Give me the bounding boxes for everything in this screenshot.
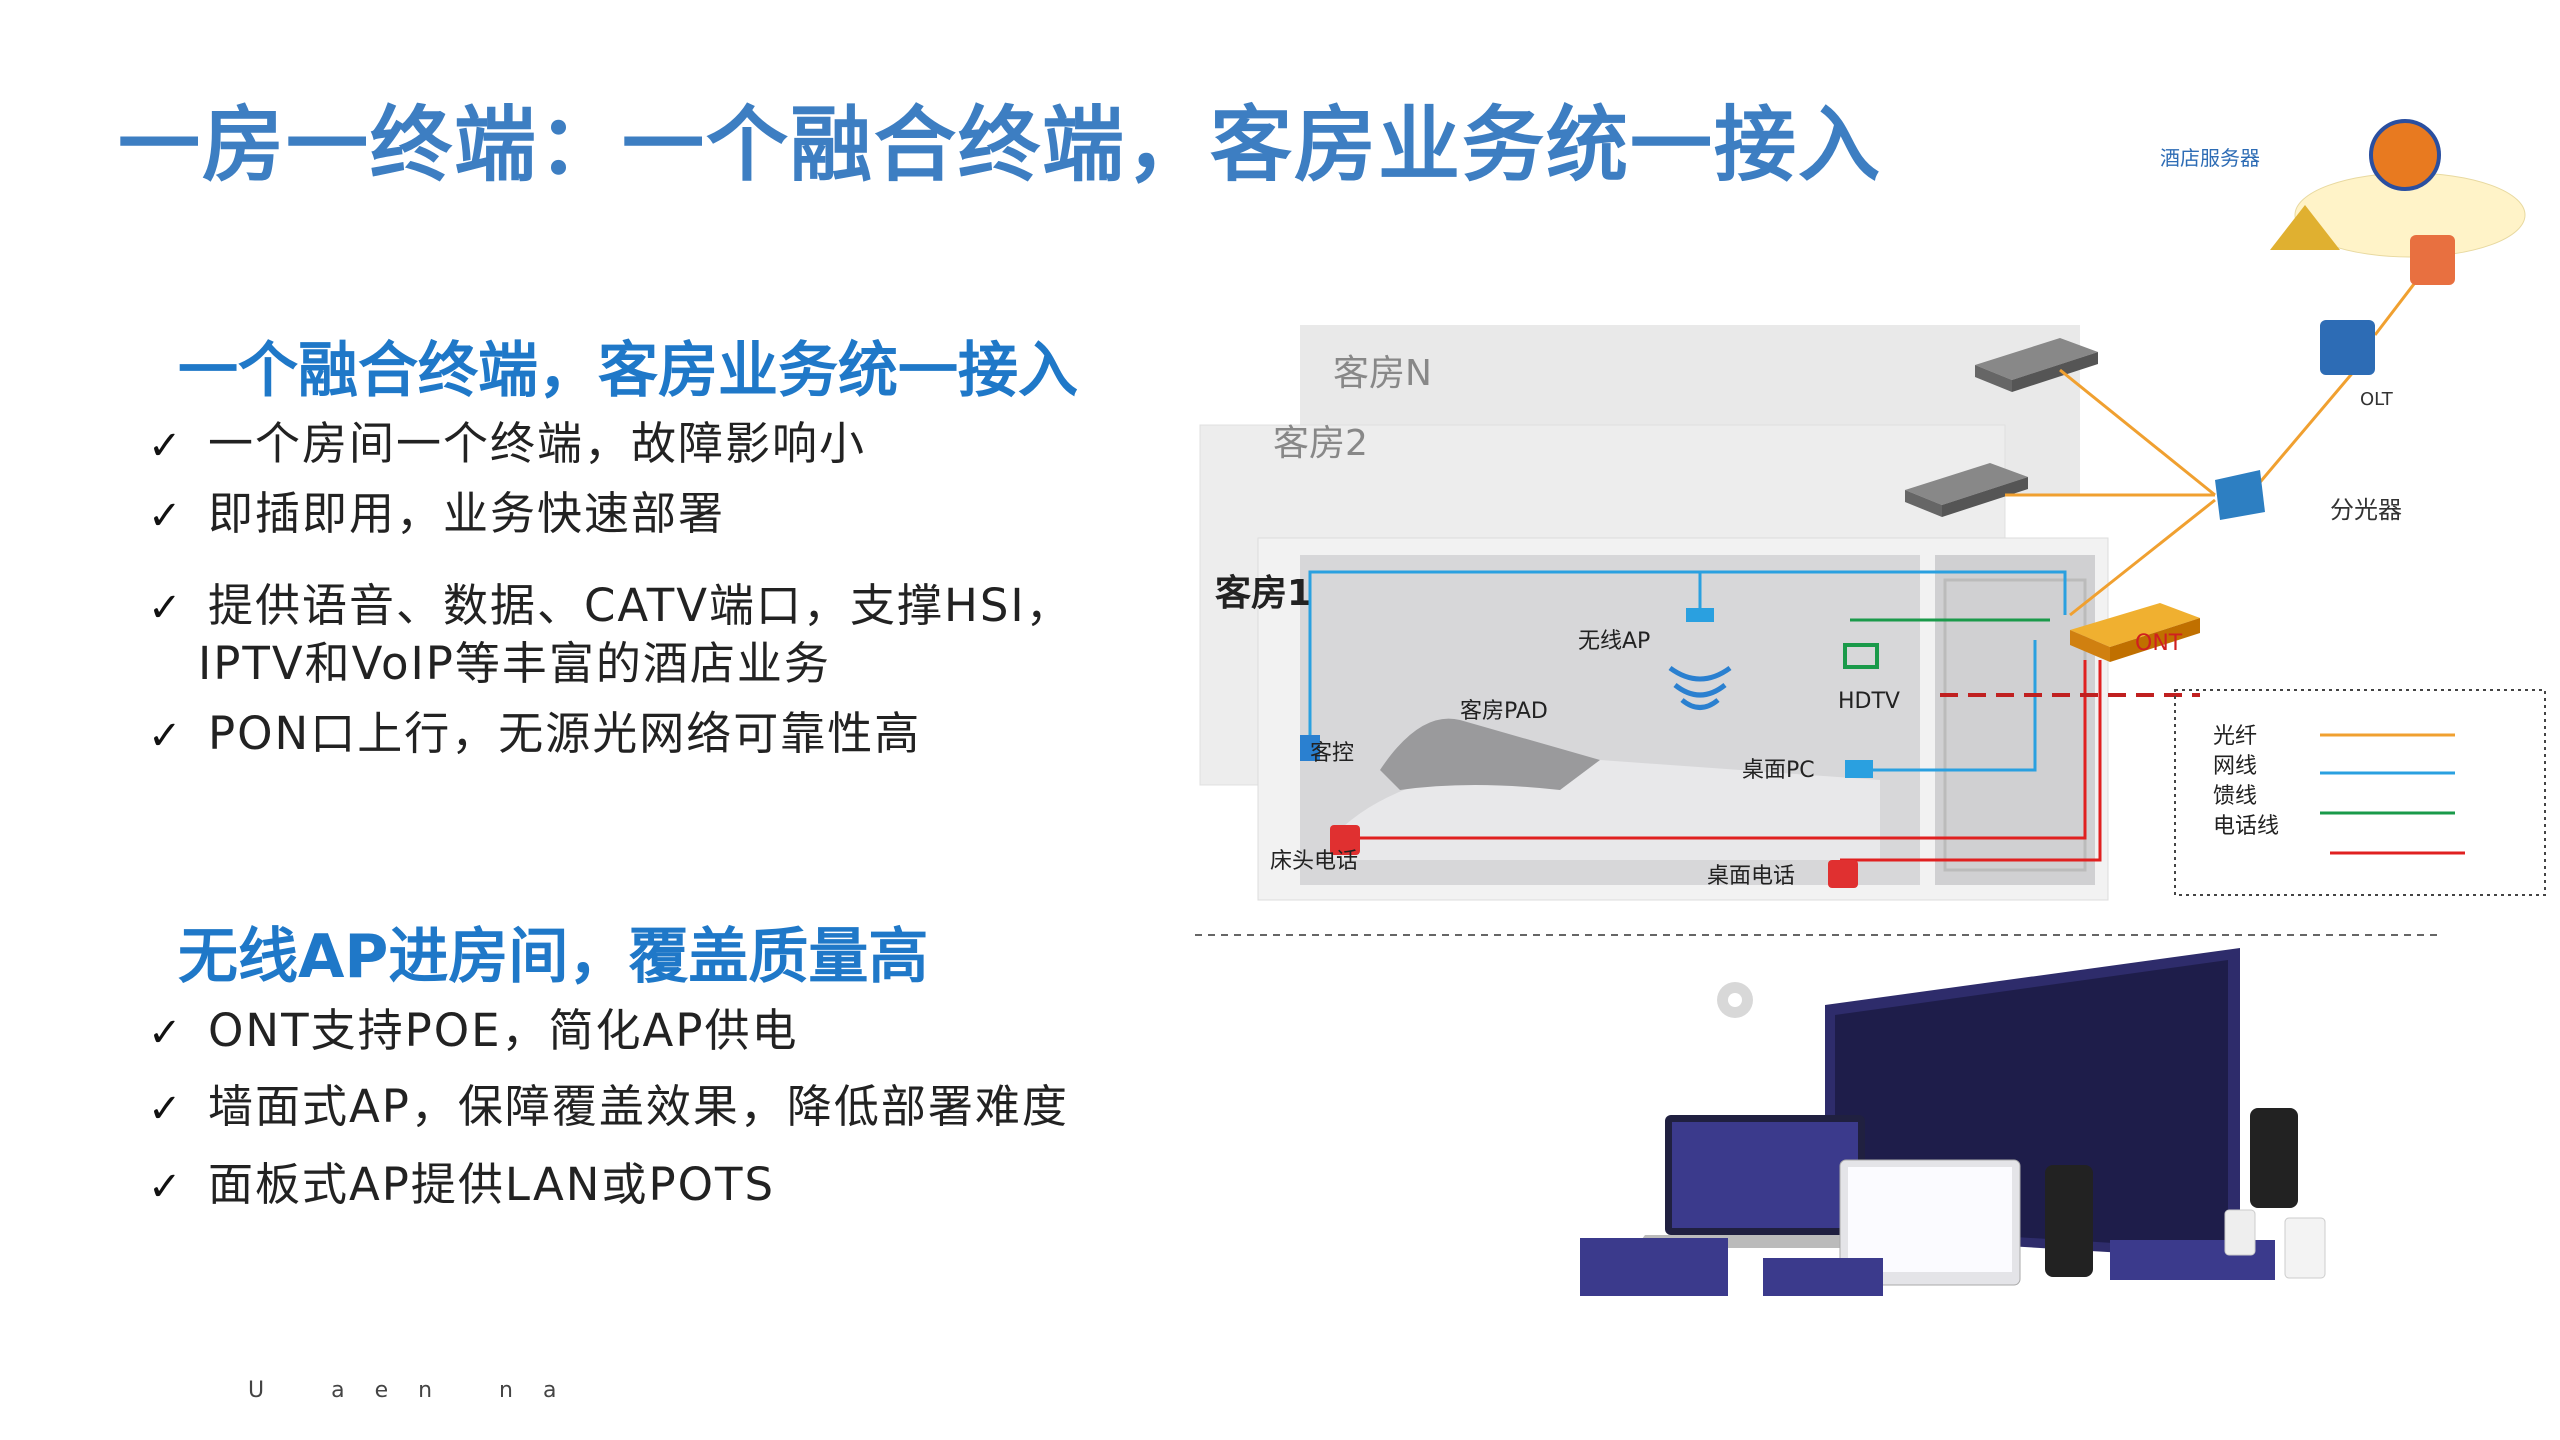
- check-icon: ✓: [148, 713, 184, 759]
- check-icon: ✓: [148, 1010, 184, 1056]
- check-icon: ✓: [148, 493, 184, 539]
- room-1-label: 客房1: [1215, 573, 1312, 614]
- room-control-label: 客控: [1310, 741, 1354, 766]
- check-icon: ✓: [148, 423, 184, 469]
- bedside-phone-label: 床头电话: [1270, 849, 1358, 874]
- phone-device: [2045, 1165, 2093, 1277]
- legend-box: [2174, 689, 2546, 896]
- wifi-waves-icon: [1668, 665, 1732, 710]
- check-icon: ✓: [148, 1164, 184, 1210]
- list-item: ✓墙面式AP，保障覆盖效果，降低部署难度: [148, 1078, 1069, 1156]
- ap-device: [2224, 1209, 2256, 1256]
- ont-device-room-1: [2070, 603, 2200, 662]
- desktop-pc-label: 桌面PC: [1742, 758, 1815, 783]
- pc-icon: [1845, 760, 1873, 778]
- router-device: [1763, 1258, 1883, 1296]
- list-item: ✓ PON口上行，无源光网络可靠性高: [148, 705, 1073, 763]
- splitter-icon: [2215, 470, 2265, 520]
- legend-ethernet-label: 网线: [2213, 754, 2257, 779]
- list-item: ✓即插即用，业务快速部署: [148, 485, 1073, 577]
- list-item: ✓一个房间一个终端，故障影响小: [148, 415, 1073, 485]
- section1-heading: 一个融合终端，客房业务统一接入: [178, 336, 1078, 406]
- switch-device: [1580, 1238, 1728, 1296]
- desk-phone-label: 桌面电话: [1707, 864, 1795, 889]
- database-icon: [2410, 235, 2455, 285]
- ont-label: ONT: [2135, 631, 2183, 656]
- tv-icon: [1843, 643, 1879, 669]
- pad-label: 客房PAD: [1460, 699, 1548, 724]
- section1-list: ✓一个房间一个终端，故障影响小 ✓即插即用，业务快速部署 ✓提供语音、数据、CA…: [148, 415, 1073, 763]
- hdtv-label: HDTV: [1838, 689, 1900, 714]
- bedside-phone-icon: [1330, 825, 1360, 855]
- footer-text: U aen na: [248, 1378, 587, 1403]
- list-item: ✓面板式AP提供LAN或POTS: [148, 1156, 1069, 1214]
- person-shape: [1380, 718, 1600, 790]
- ont-device-room-2: [1905, 463, 2028, 517]
- list-item: ✓ ONT支持POE，简化AP供电: [148, 1002, 1069, 1078]
- room-n-label: 客房N: [1333, 353, 1432, 394]
- room-control-icon: [1300, 735, 1320, 761]
- globe-icon: [2369, 119, 2441, 191]
- hotel-server-label: 酒店服务器: [2160, 146, 2260, 170]
- server-icon: [2270, 205, 2340, 250]
- ont-device-room-n: [1975, 338, 2098, 392]
- ap-device: [2284, 1217, 2326, 1279]
- olt-label: OLT: [2360, 389, 2394, 410]
- wireless-ap-label: 无线AP: [1578, 629, 1650, 654]
- legend-phone-label: 电话线: [2213, 814, 2279, 839]
- legend-fiber-label: 光纤: [2213, 724, 2257, 749]
- section2-list: ✓ ONT支持POE，简化AP供电 ✓墙面式AP，保障覆盖效果，降低部署难度 ✓…: [148, 1002, 1069, 1214]
- room-2-label: 客房2: [1273, 423, 1368, 464]
- cabinet: [1935, 555, 2095, 885]
- splitter-label: 分光器: [2330, 496, 2402, 524]
- legend-feeder-label: 馈线: [2213, 784, 2257, 809]
- phone-device: [2250, 1108, 2298, 1208]
- page-title: 一房一终端：一个融合终端，客房业务统一接入: [118, 98, 1883, 193]
- olt-icon: [2320, 320, 2375, 375]
- wireless-ap-icon: [1686, 608, 1714, 622]
- desk-phone-icon: [1828, 860, 1858, 888]
- check-icon: ✓: [148, 1086, 184, 1132]
- section2-heading: 无线AP进房间，覆盖质量高: [178, 922, 929, 992]
- list-item: ✓提供语音、数据、CATV端口，支撑HSI，IPTV和VoIP等丰富的酒店业务: [148, 579, 1073, 690]
- check-icon: ✓: [148, 585, 184, 631]
